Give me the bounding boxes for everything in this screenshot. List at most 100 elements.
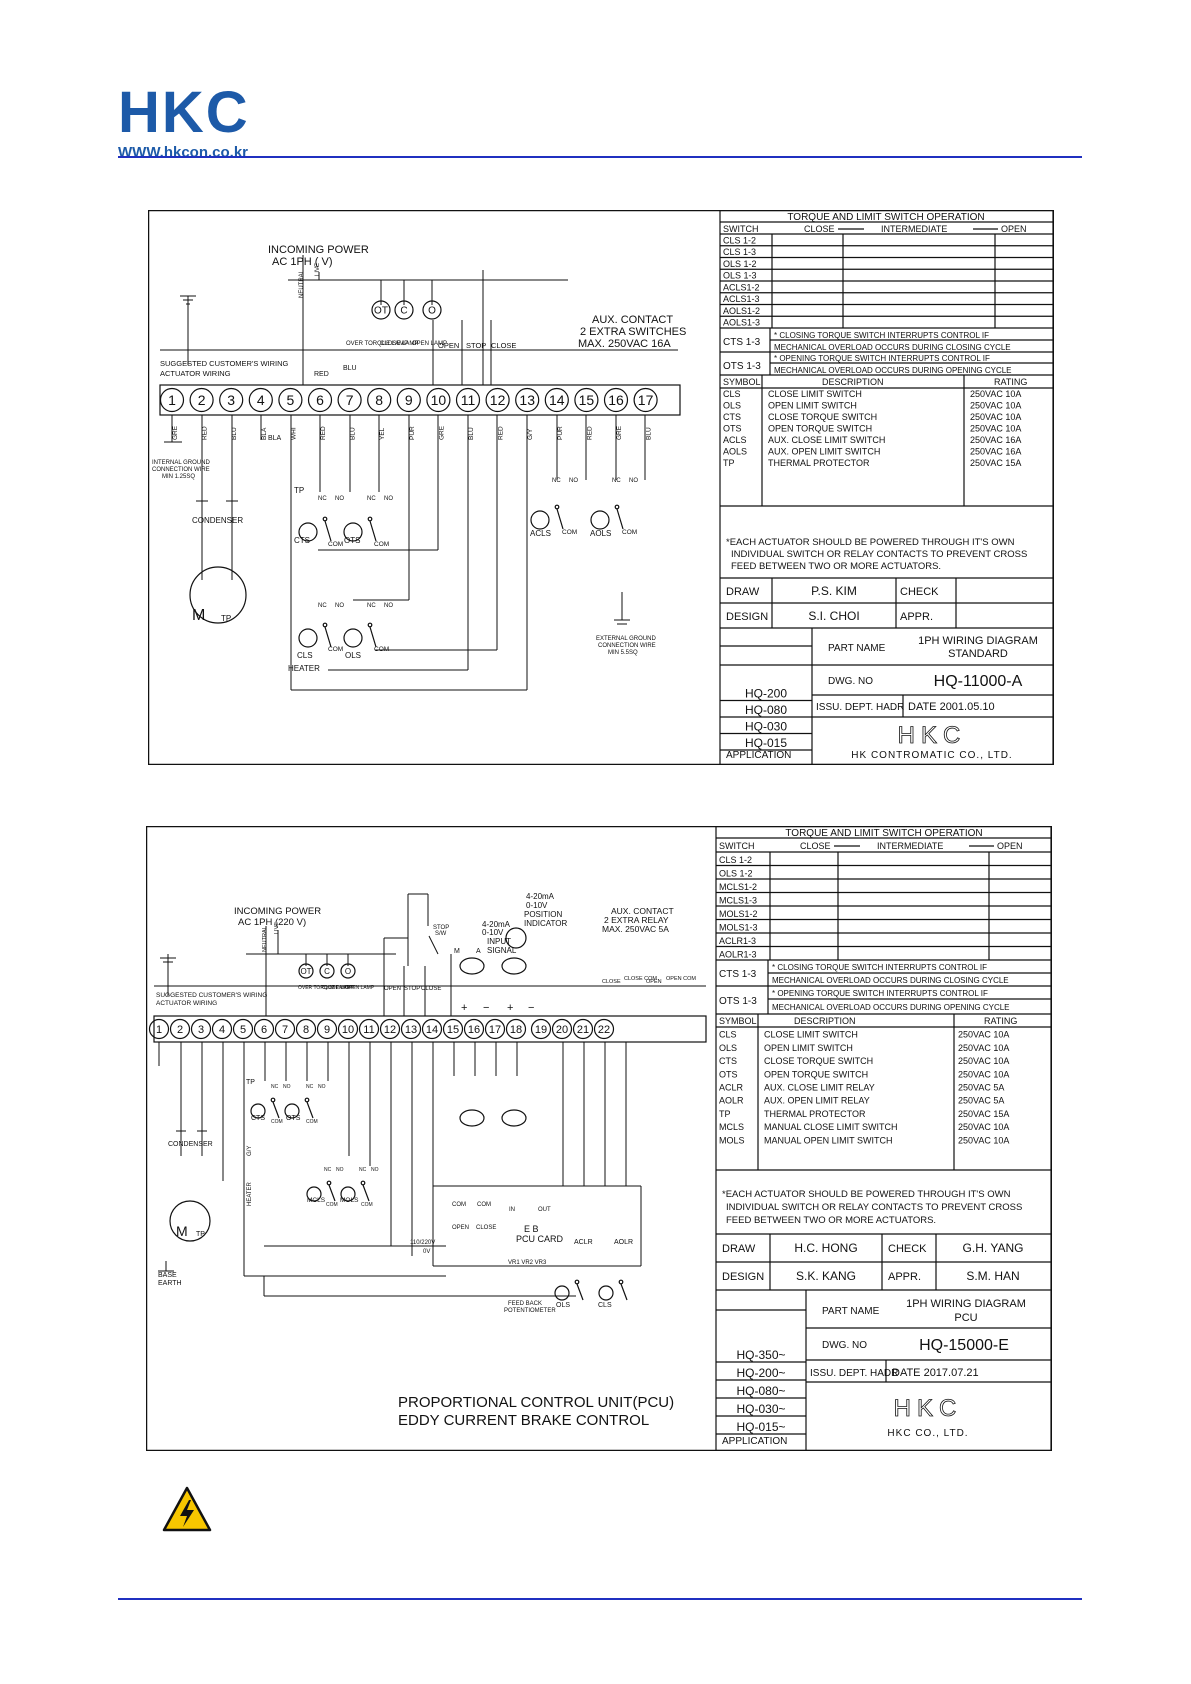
terminal-number: 11 bbox=[461, 392, 476, 408]
no-1: NO bbox=[335, 496, 344, 502]
symbol-rating: 250VAC 10A bbox=[958, 1030, 1009, 1040]
symbol-rating: 250VAC 10A bbox=[958, 1069, 1009, 1079]
aux-contact-2: 2 EXTRA SWITCHES bbox=[580, 326, 686, 338]
terminal-number: 1 bbox=[168, 392, 176, 408]
customer-wiring-label: SUGGESTED CUSTOMER'S WIRING bbox=[156, 992, 267, 999]
a-label: A bbox=[476, 948, 481, 955]
switch-contact-icon bbox=[298, 628, 318, 648]
terminal-number: 17 bbox=[638, 392, 654, 408]
switch-contact-icon bbox=[340, 1186, 356, 1202]
symbol-description: MANUAL OPEN LIMIT SWITCH bbox=[764, 1135, 893, 1145]
wire-color-label: YEL bbox=[379, 427, 386, 440]
symbol-code: CLS bbox=[719, 1030, 737, 1040]
symbol-code: CTS bbox=[719, 1056, 737, 1066]
com-3: COM bbox=[326, 1202, 338, 1208]
appr-label: APPR. bbox=[888, 1271, 921, 1283]
terminal-10 bbox=[337, 1018, 359, 1040]
schematic-standard: INCOMING POWER AC 1PH ( V) NEUTRAL LIVE … bbox=[152, 244, 686, 673]
lamp-label: OT bbox=[300, 967, 311, 976]
incoming-power-voltage: AC 1PH (220 V) bbox=[238, 917, 306, 928]
table-title: TORQUE AND LIMIT SWITCH OPERATION bbox=[785, 828, 982, 839]
symbol-description: THERMAL PROTECTOR bbox=[768, 458, 870, 468]
symbol-description: THERMAL PROTECTOR bbox=[764, 1109, 866, 1119]
draw-name: H.C. HONG bbox=[794, 1241, 857, 1255]
part-name-1: 1PH WIRING DIAGRAM bbox=[906, 1298, 1026, 1310]
pcu-com-1: COM bbox=[452, 1202, 466, 1208]
aux-contact-1: AUX. CONTACT bbox=[611, 906, 674, 916]
terminal-number: 3 bbox=[227, 392, 235, 408]
terminal-18 bbox=[505, 1018, 527, 1040]
symbol-code: MCLS bbox=[719, 1122, 744, 1132]
btn-open-label: OPEN bbox=[384, 986, 401, 992]
cts-label: CTS 1-3 bbox=[719, 969, 757, 980]
symbol-description: OPEN LIMIT SWITCH bbox=[764, 1043, 853, 1053]
gy-label: G/Y bbox=[247, 1146, 253, 1156]
terminal-3 bbox=[190, 1018, 212, 1040]
note-line-2: INDIVIDUAL SWITCH OR RELAY CONTACTS TO P… bbox=[726, 1202, 1022, 1213]
symbol-rating: 250VAC 16A bbox=[970, 435, 1021, 445]
wire-color-label: PUR bbox=[409, 426, 416, 440]
symbol-description: CLOSE LIMIT SWITCH bbox=[764, 1030, 858, 1040]
terminal-14 bbox=[544, 387, 569, 413]
terminal-11 bbox=[455, 387, 481, 413]
position-ind-4: INDICATOR bbox=[524, 919, 567, 928]
switch-contact-icon bbox=[554, 1285, 570, 1301]
lamp-label: OT bbox=[374, 306, 388, 317]
tp-switch-label: TP bbox=[294, 486, 304, 495]
switch-operation-table: TORQUE AND LIMIT SWITCH OPERATION SWITCH… bbox=[719, 210, 1054, 765]
switch-contact-icon bbox=[284, 1103, 300, 1119]
vr-label: VR1 VR2 VR3 bbox=[508, 1260, 547, 1266]
symbol-rating: 250VAC 10A bbox=[958, 1122, 1009, 1132]
contact-blade bbox=[328, 1184, 336, 1202]
symbol-description: MANUAL CLOSE LIMIT SWITCH bbox=[764, 1122, 898, 1132]
application-model: HQ-080~ bbox=[736, 1384, 785, 1398]
terminal-7 bbox=[337, 387, 362, 413]
lamp-label: C bbox=[324, 967, 330, 976]
contact-blade bbox=[272, 1101, 280, 1119]
terminal-number: 8 bbox=[375, 392, 383, 408]
terminal-number: 4 bbox=[257, 392, 265, 408]
ground-label-3: MIN 1.25SQ bbox=[162, 474, 195, 480]
contact-point bbox=[554, 504, 560, 510]
company-logo: HKC bbox=[894, 1395, 963, 1422]
nc-4: NC bbox=[359, 1167, 367, 1173]
contact-point bbox=[304, 1097, 310, 1103]
symbol-rating: 250VAC 10A bbox=[958, 1043, 1009, 1053]
open-label: OPEN bbox=[997, 841, 1023, 851]
contact-point bbox=[326, 1180, 332, 1186]
wire-color-label: G/Y bbox=[527, 428, 534, 440]
ols-switch-label: OLS bbox=[556, 1302, 570, 1309]
symbol-description: OPEN TORQUE SWITCH bbox=[764, 1069, 868, 1079]
com-5: COM bbox=[562, 529, 577, 536]
contact-blade bbox=[362, 1184, 370, 1202]
terminal-number: 3 bbox=[198, 1024, 204, 1036]
terminal-9 bbox=[396, 387, 421, 413]
tp-motor-label: TP bbox=[196, 1231, 205, 1238]
cts-note-2: MECHANICAL OVERLOAD OCCURS DURING CLOSIN… bbox=[774, 343, 1011, 352]
symbol-rating: 250VAC 5A bbox=[958, 1096, 1004, 1106]
contact-blade bbox=[556, 508, 564, 530]
switch-symbols bbox=[298, 504, 624, 648]
ext-ground-3: MIN 5.5SQ bbox=[608, 650, 638, 656]
no-5: NO bbox=[569, 478, 578, 484]
blu-wire-label: BLU bbox=[343, 365, 357, 372]
wire-color-label: WHI bbox=[290, 427, 297, 440]
feedback-2: POTENTIOMETER bbox=[504, 1308, 556, 1314]
terminal-number: 17 bbox=[489, 1024, 501, 1036]
no-2: NO bbox=[384, 496, 393, 502]
pcu-in: IN bbox=[509, 1207, 515, 1213]
terminal-5 bbox=[232, 1018, 254, 1040]
contact-point bbox=[574, 1279, 580, 1285]
terminal-8 bbox=[367, 387, 392, 413]
relay-close-label: CLOSE bbox=[602, 979, 621, 985]
nc-2: NC bbox=[367, 496, 376, 502]
schematic-pcu: INCOMING POWER AC 1PH (220 V) NEUTRAL LI… bbox=[156, 892, 696, 1429]
symbol-code: AOLS bbox=[723, 447, 747, 457]
issue-dept: ISSU. DEPT. HADR bbox=[816, 702, 904, 713]
feedback-1: FEED BACK bbox=[508, 1301, 542, 1307]
terminal-number: 10 bbox=[431, 392, 447, 408]
symbol-rating: 250VAC 15A bbox=[970, 458, 1021, 468]
application-label: APPLICATION bbox=[722, 1436, 787, 1447]
